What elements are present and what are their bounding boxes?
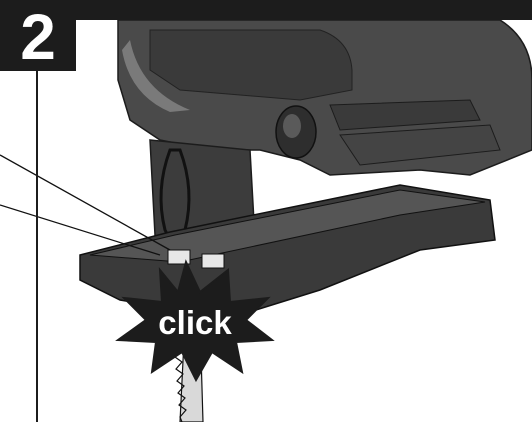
starburst-icon: click — [115, 259, 275, 383]
jigsaw-rail-lower — [339, 124, 501, 166]
leader-line-upper — [0, 154, 171, 251]
jigsaw-clamp-tab-right — [201, 253, 225, 269]
step-divider — [36, 71, 38, 422]
leader-lines-icon — [0, 154, 171, 256]
step-badge: 2 — [0, 0, 76, 71]
click-label: click — [158, 304, 232, 341]
jigsaw-rail-upper — [329, 99, 481, 131]
jigsaw-handle-opening — [149, 29, 353, 101]
jigsaw-knob-highlight — [283, 114, 301, 138]
leader-line-lower — [0, 204, 161, 256]
jigsaw-icon — [79, 19, 532, 319]
header-band — [0, 0, 532, 20]
jigsaw-clamp-tab-left — [167, 249, 191, 265]
starburst-shape — [115, 259, 275, 383]
jigsaw-highlight — [122, 40, 190, 112]
step-number: 2 — [20, 0, 56, 73]
